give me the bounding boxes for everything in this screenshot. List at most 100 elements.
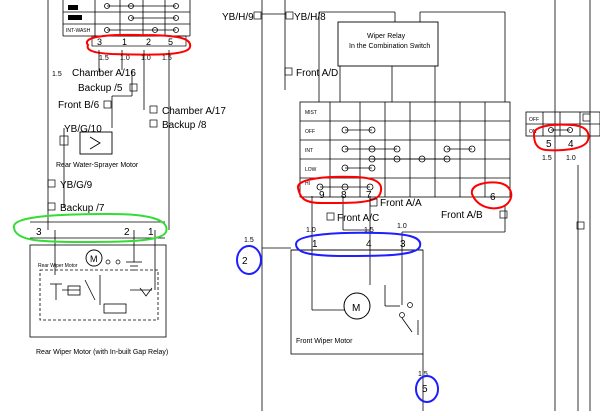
connector-icon bbox=[253, 11, 262, 20]
connector-icon bbox=[149, 119, 158, 128]
connector-label: Backup /7 bbox=[60, 203, 105, 214]
combination-switch-grid bbox=[299, 101, 511, 198]
connector-icon bbox=[369, 198, 378, 207]
gauge-label: 1.5 bbox=[244, 237, 254, 244]
gauge-label: 1.5 bbox=[52, 71, 62, 78]
circled-pin-label: 2 bbox=[242, 256, 248, 267]
component-caption: Rear Wiper Motor (with In-built Gap Rela… bbox=[36, 349, 168, 356]
motor-icon bbox=[79, 131, 113, 155]
connector-label: Backup /8 bbox=[162, 120, 207, 131]
connector-label: YB/H/8 bbox=[294, 12, 326, 23]
pin-label: 4 bbox=[568, 139, 574, 150]
red-circle-mark bbox=[532, 123, 590, 152]
pin-label: 5 bbox=[546, 139, 552, 150]
gauge-label: 1.5 bbox=[162, 55, 172, 62]
svg-text:M: M bbox=[352, 303, 360, 314]
gauge-label: 1.5 bbox=[364, 227, 374, 234]
blue-circle-mark bbox=[236, 245, 262, 275]
pin-label: 4 bbox=[366, 239, 372, 250]
connector-label: Front A/B bbox=[441, 210, 483, 221]
red-circle-mark bbox=[470, 181, 513, 210]
gauge-label: 1.0 bbox=[566, 155, 576, 162]
connector-icon bbox=[149, 105, 158, 114]
gauge-label: 1.5 bbox=[542, 155, 552, 162]
relay-subtitle: In the Combination Switch bbox=[349, 43, 430, 50]
connector-icon bbox=[129, 83, 138, 92]
connector-label: Front A/A bbox=[380, 198, 422, 209]
switch-contact-icon bbox=[399, 312, 405, 318]
connector-icon bbox=[47, 179, 56, 188]
connector-icon bbox=[499, 210, 508, 219]
component-label: Rear Water-Sprayer Motor bbox=[56, 162, 139, 169]
connector-icon bbox=[103, 100, 112, 109]
pin-label: 5 bbox=[168, 37, 173, 47]
connector-icon bbox=[284, 67, 293, 76]
connector-label: YB/G/10 bbox=[64, 124, 102, 135]
svg-text:M: M bbox=[90, 254, 98, 264]
connector-icon bbox=[47, 202, 56, 211]
connector-label: Front A/C bbox=[337, 213, 379, 224]
front-wiper-motor-box bbox=[290, 249, 424, 355]
switch-row-label: HI bbox=[305, 181, 310, 187]
connector-label: YB/G/9 bbox=[60, 180, 93, 191]
connector-icon bbox=[326, 212, 335, 221]
blue-circle-mark bbox=[415, 375, 439, 403]
pin-label: 1 bbox=[122, 37, 127, 47]
pin-label: 2 bbox=[146, 37, 151, 47]
middle-wires bbox=[261, 0, 591, 411]
connector-label: YB/H/9 bbox=[222, 12, 254, 23]
pin-label: 9 bbox=[319, 190, 325, 201]
left-wires bbox=[47, 0, 170, 245]
connector-icon bbox=[582, 113, 591, 122]
switch-row-label: MIST bbox=[305, 110, 317, 116]
connector-label: Front B/6 bbox=[58, 100, 100, 111]
blue-circle-mark bbox=[294, 231, 422, 258]
switch-contact-icon bbox=[407, 302, 413, 308]
connector-label: Front A/D bbox=[296, 68, 338, 79]
switch-contact-icon bbox=[115, 259, 121, 265]
pin-label: 6 bbox=[490, 192, 496, 203]
gauge-label: 1.0 bbox=[306, 227, 316, 234]
gauge-label: 1.0 bbox=[397, 223, 407, 230]
gauge-label: 1.0 bbox=[141, 55, 151, 62]
pin-label: 2 bbox=[124, 227, 130, 238]
motor-icon bbox=[85, 249, 103, 267]
connector-icon bbox=[576, 221, 585, 230]
connector-icon bbox=[59, 135, 69, 146]
switch-row-label: ON bbox=[529, 129, 537, 135]
connector-label: Chamber A/16 bbox=[72, 68, 136, 79]
top-left-switch-grid bbox=[62, 0, 191, 37]
connector-label: Backup /5 bbox=[78, 83, 123, 94]
green-circle-mark bbox=[12, 212, 168, 244]
switch-row-label: INT bbox=[305, 148, 313, 154]
pin-label: 1 bbox=[312, 239, 318, 250]
switch-row-label: OFF bbox=[305, 129, 315, 135]
red-circle-mark bbox=[85, 33, 192, 56]
connector-label: Chamber A/17 bbox=[162, 106, 226, 117]
switch-row-label: OFF bbox=[529, 117, 539, 123]
gauge-label: 1.5 bbox=[99, 55, 109, 62]
pin-label: 8 bbox=[341, 190, 347, 201]
motor-icon bbox=[343, 292, 371, 320]
gauge-label: 1.0 bbox=[120, 55, 130, 62]
pin-label: 3 bbox=[36, 227, 42, 238]
component-label: Front Wiper Motor bbox=[296, 338, 353, 345]
circled-pin-label: 5 bbox=[422, 384, 428, 395]
rear-wiper-motor-box bbox=[29, 244, 167, 338]
pin-label: 7 bbox=[366, 190, 372, 201]
switch-contact-icon bbox=[105, 259, 111, 265]
wiper-relay-box bbox=[337, 21, 439, 67]
component-label: Rear Wiper Motor bbox=[38, 263, 78, 269]
switch-row-label: LOW bbox=[305, 167, 317, 173]
red-circle-mark bbox=[297, 175, 383, 205]
pin-label: 3 bbox=[400, 239, 406, 250]
swatch-block-icon bbox=[68, 5, 78, 10]
swatch-block-icon bbox=[68, 15, 82, 20]
switch-row-label: INT-WASH bbox=[66, 28, 91, 34]
connector-icon bbox=[285, 11, 294, 20]
relay-title: Wiper Relay bbox=[367, 33, 406, 40]
pin-label: 3 bbox=[97, 37, 102, 47]
pin-label: 1 bbox=[148, 227, 154, 238]
